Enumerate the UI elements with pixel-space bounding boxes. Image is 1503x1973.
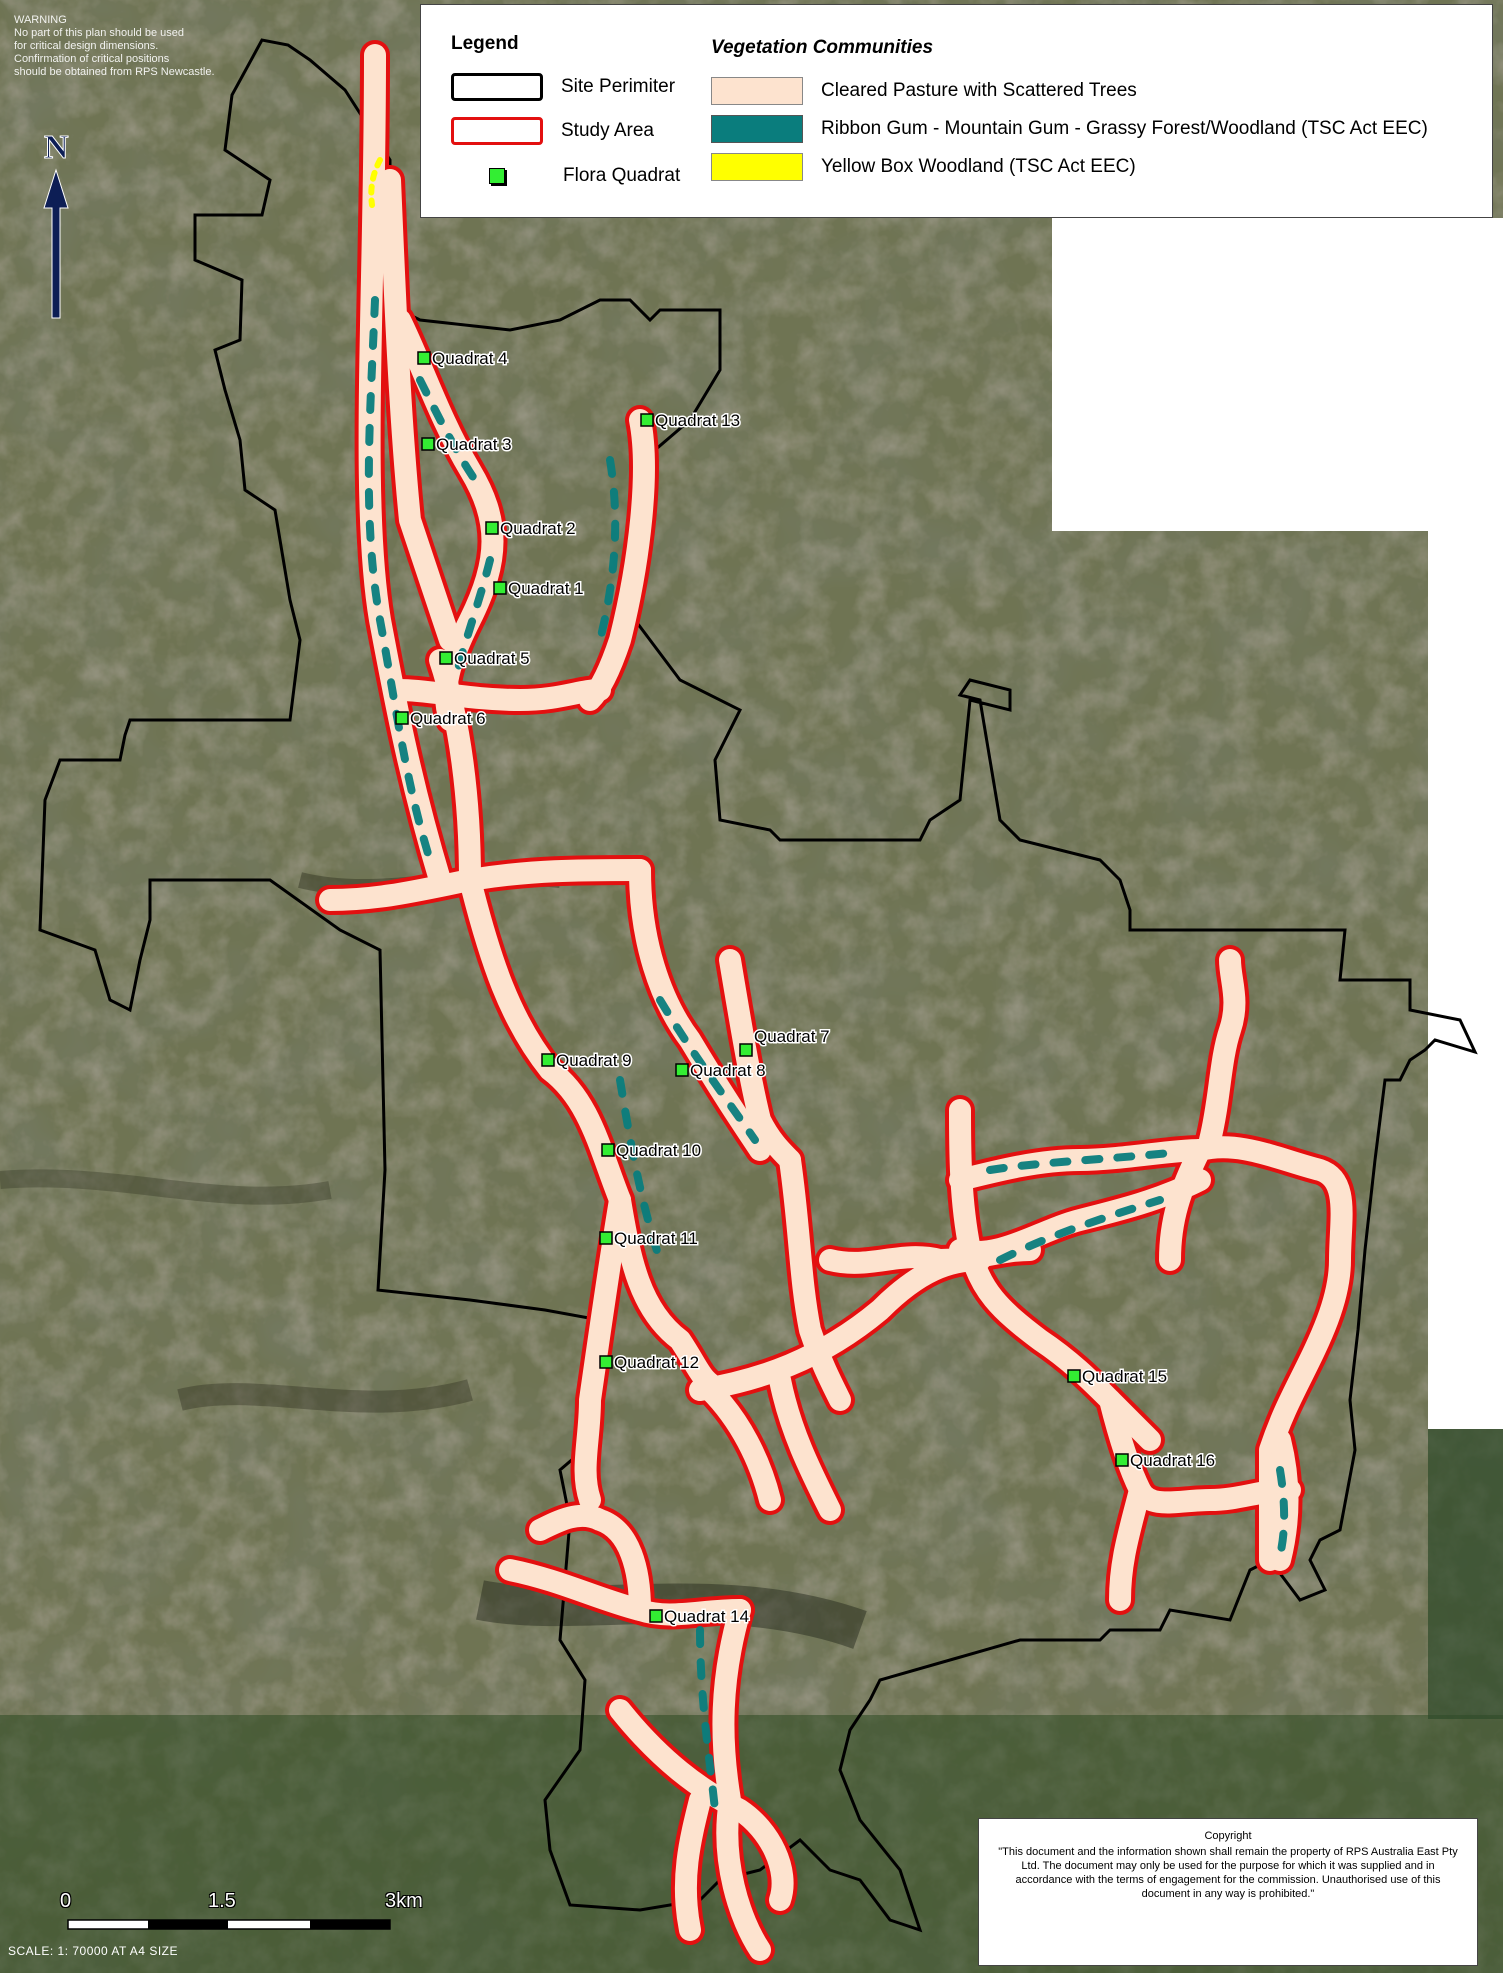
quadrat-label: Quadrat 5 [454,649,530,668]
study-area-symbol [451,117,543,145]
yellow-box-swatch [711,153,803,181]
legend-label: Yellow Box Woodland (TSC Act EEC) [821,156,1136,177]
study-area [315,40,1357,1965]
quadrat-label: Quadrat 7 [754,1027,830,1046]
quadrat-1: Quadrat 1 [493,578,585,600]
quadrat-4: Quadrat 4 [417,348,509,370]
quadrat-9: Quadrat 9 [541,1050,633,1072]
quadrat-label: Quadrat 4 [432,349,508,368]
quadrat-11: Quadrat 11 [599,1228,699,1250]
legend-label: Ribbon Gum - Mountain Gum - Grassy Fores… [821,118,1428,139]
quadrat-14: Quadrat 14 [649,1606,751,1628]
cleared-pasture-swatch [711,77,803,105]
scale-tick: 1.5 [208,1890,236,1912]
scale-label: SCALE: 1: 70000 AT A4 SIZE [8,1944,178,1958]
quadrat-label: Quadrat 2 [500,519,576,538]
copyright-box: Copyright "This document and the informa… [978,1818,1478,1966]
quadrat-label: Quadrat 3 [436,435,512,454]
legend-label: Site Perimiter [561,76,676,97]
north-arrow: N [43,129,70,319]
legend-item-yellow-box: Yellow Box Woodland (TSC Act EEC) [711,153,1136,181]
site-perimeter [38,38,1478,1933]
quadrat-label: Quadrat 10 [616,1141,701,1160]
quadrat-3: Quadrat 3 [421,434,513,456]
quadrat-label: Quadrat 11 [614,1229,698,1248]
legend-item-ribbon-gum: Ribbon Gum - Mountain Gum - Grassy Fores… [711,115,1428,143]
quadrat-7: Quadrat 7 [739,1026,831,1057]
quadrat-8: Quadrat 8 [675,1060,767,1082]
warning-line: WARNING [14,14,67,26]
warning-line: should be obtained from RPS Newcastle. [14,66,215,78]
vegetation-title: Vegetation Communities [711,37,934,58]
quadrat-13: Quadrat 13 [640,410,742,432]
quadrat-label: Quadrat 1 [508,579,584,598]
quadrat-15: Quadrat 15 [1067,1366,1169,1388]
quadrat-6: Quadrat 6 [395,708,487,730]
legend-label: Flora Quadrat [563,165,681,186]
copyright-text: "This document and the information shown… [998,1846,1458,1900]
legend-panel: Legend Vegetation Communities Site Perim… [420,4,1493,218]
site-perimeter-symbol [451,73,543,101]
flora-quadrats: Quadrat 1 Quadrat 2 Quadrat 3 Quadrat 4 … [395,348,1217,1628]
quadrat-2: Quadrat 2 [485,518,577,540]
quadrat-16: Quadrat 16 [1115,1450,1217,1472]
flora-quadrat-symbol [489,168,505,184]
legend-label: Cleared Pasture with Scattered Trees [821,80,1137,101]
quadrat-label: Quadrat 16 [1130,1451,1215,1470]
warning-line: for critical design dimensions. [14,40,159,52]
quadrat-label: Quadrat 6 [410,709,486,728]
quadrat-label: Quadrat 14 [664,1607,749,1626]
legend-title: Legend [451,33,519,54]
scale-bar [67,1919,391,1930]
copyright-title: Copyright [1204,1830,1252,1842]
quadrat-label: Quadrat 12 [614,1353,699,1372]
quadrat-label: Quadrat 15 [1082,1367,1167,1386]
legend-item-study-area: Study Area [451,117,654,145]
north-label: N [44,129,69,166]
legend-item-site-perimeter: Site Perimiter [451,73,675,101]
quadrat-label: Quadrat 13 [655,411,740,430]
legend-item-cleared-pasture: Cleared Pasture with Scattered Trees [711,77,1137,105]
legend-item-flora-quadrat: Flora Quadrat [451,165,680,187]
quadrat-label: Quadrat 8 [690,1061,766,1080]
quadrat-5: Quadrat 5 [439,648,531,670]
warning-line: No part of this plan should be used [14,27,185,39]
quadrat-12: Quadrat 12 [599,1352,701,1374]
warning-line: Confirmation of critical positions [14,53,170,65]
ribbon-gum-swatch [711,115,803,143]
scale-tick: 0 [60,1890,72,1912]
scale-tick: 3km [385,1890,423,1912]
warning-note: WARNING No part of this plan should be u… [14,14,244,79]
quadrat-label: Quadrat 9 [556,1051,632,1070]
legend-label: Study Area [561,120,654,141]
quadrat-10: Quadrat 10 [601,1140,703,1162]
